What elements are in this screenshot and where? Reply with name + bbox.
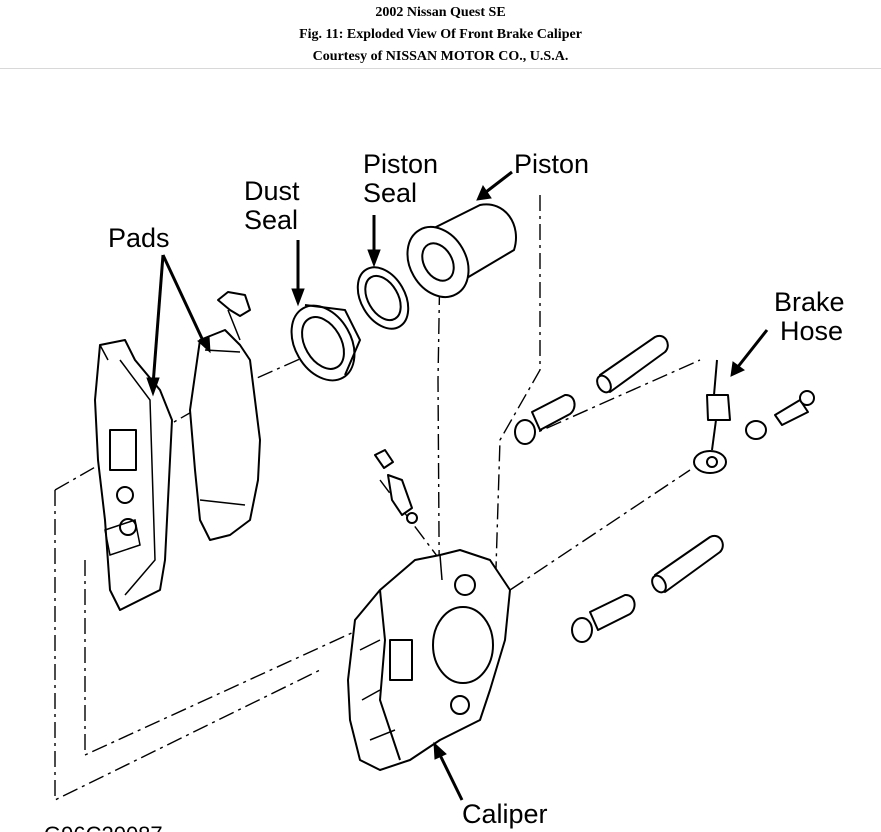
label-pads: Pads — [108, 223, 170, 253]
brake-hose-fitting — [693, 359, 815, 474]
figure-id: G96C20087 — [44, 822, 163, 832]
label-piston-seal-line1: Piston — [363, 149, 438, 179]
lower-guide-pin — [571, 534, 724, 643]
caliper-body — [347, 549, 511, 771]
label-brake-hose-line1: Brake — [774, 287, 845, 317]
inner-brake-pad — [189, 291, 261, 541]
vehicle-title: 2002 Nissan Quest SE — [375, 5, 506, 20]
bleeder-screw — [374, 449, 418, 524]
label-dust-seal-line1: Dust — [244, 176, 300, 206]
dust-seal-part — [290, 304, 362, 382]
label-piston: Piston — [514, 149, 589, 179]
label-dust-seal-line2: Seal — [244, 205, 298, 235]
piston-seal-part — [356, 266, 410, 330]
label-arrows — [146, 170, 769, 801]
courtesy-line: Courtesy of NISSAN MOTOR CO., U.S.A. — [312, 49, 569, 64]
label-brake-hose-line2: Hose — [780, 316, 843, 346]
label-piston-seal-line2: Seal — [363, 178, 417, 208]
upper-guide-pin — [514, 334, 669, 445]
figure-caption: Fig. 11: Exploded View Of Front Brake Ca… — [299, 27, 582, 42]
label-caliper: Caliper — [462, 799, 548, 829]
outer-brake-pad — [94, 339, 173, 611]
piston-part — [406, 203, 517, 298]
figure-header: 2002 Nissan Quest SE Fig. 11: Exploded V… — [0, 0, 881, 69]
